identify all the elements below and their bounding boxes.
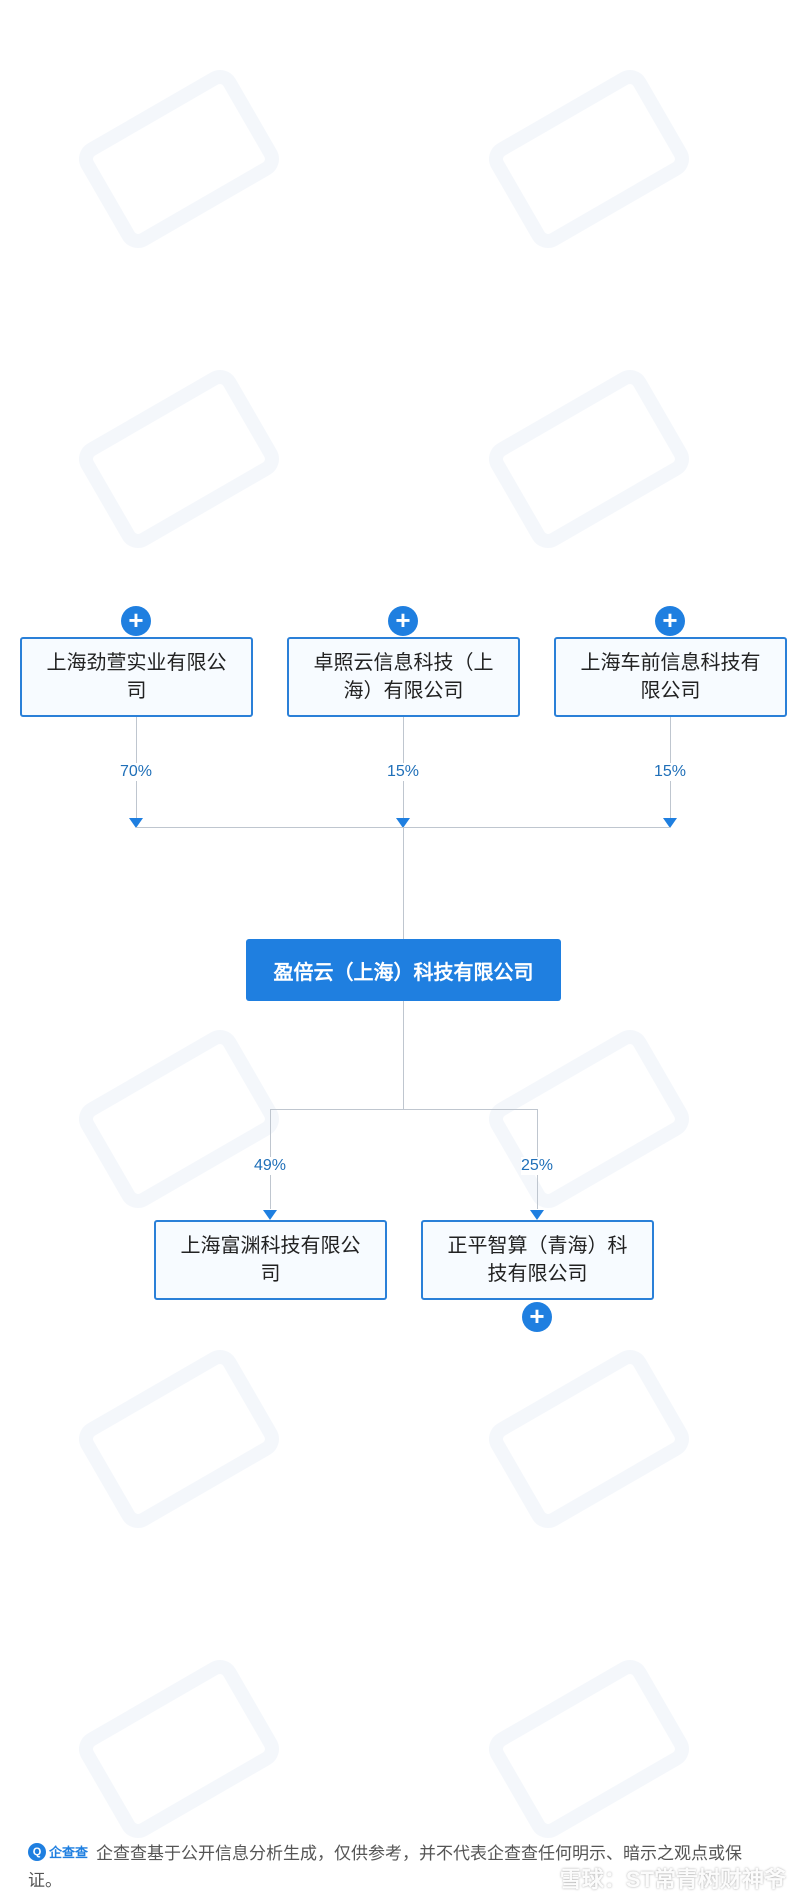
shareholder-name: 限公司 xyxy=(640,680,701,702)
expand-plus-icon[interactable]: + xyxy=(655,606,685,636)
connector-line xyxy=(403,1001,404,1109)
investment-name: 技有限公司 xyxy=(487,1263,588,1285)
expand-plus-icon[interactable]: + xyxy=(121,606,151,636)
qcc-logo-icon: Q xyxy=(28,1842,46,1861)
investment-node[interactable]: 正平智算（青海）科 技有限公司 xyxy=(421,1220,654,1300)
investment-percent: 25% xyxy=(520,1157,554,1175)
qcc-logo: Q 企查查 xyxy=(28,1842,88,1861)
watermark-shape xyxy=(482,1653,696,1845)
arrow-down-icon xyxy=(396,818,410,828)
watermark-shape xyxy=(72,63,286,255)
arrow-down-icon xyxy=(530,1210,544,1220)
arrow-down-icon xyxy=(663,818,677,828)
shareholder-name: 上海车前信息科技有 xyxy=(580,652,761,674)
disclaimer-text-end: 证。 xyxy=(28,1871,62,1890)
investment-name: 司 xyxy=(260,1263,281,1285)
arrow-down-icon xyxy=(263,1210,277,1220)
share-percent: 15% xyxy=(386,763,420,781)
watermark-shape xyxy=(482,1023,696,1215)
shareholder-name: 司 xyxy=(126,680,147,702)
investment-name: 上海富渊科技有限公 xyxy=(180,1235,361,1257)
watermark-shape xyxy=(72,1343,286,1535)
expand-plus-icon[interactable]: + xyxy=(522,1302,552,1332)
shareholder-name: 上海劲萱实业有限公 xyxy=(46,652,227,674)
watermark-shape xyxy=(482,363,696,555)
share-percent: 15% xyxy=(653,763,687,781)
footer: Q 企查查 企查查基于公开信息分析生成，仅供参考，并不代表企查查任何明示、暗示之… xyxy=(0,1838,800,1896)
share-percent: 70% xyxy=(119,763,153,781)
investment-percent: 49% xyxy=(253,1157,287,1175)
shareholder-name: 海）有限公司 xyxy=(343,680,464,702)
shareholder-node[interactable]: 上海劲萱实业有限公 司 xyxy=(20,637,253,717)
disclaimer-text: 企查查基于公开信息分析生成，仅供参考，并不代表企查查任何明示、暗示之观点或保 xyxy=(96,1844,742,1863)
arrow-down-icon xyxy=(129,818,143,828)
shareholder-name: 卓照云信息科技（上 xyxy=(313,652,494,674)
shareholder-node[interactable]: 卓照云信息科技（上 海）有限公司 xyxy=(287,637,520,717)
expand-plus-icon[interactable]: + xyxy=(388,606,418,636)
watermark-shape xyxy=(482,1343,696,1535)
logo-text: 企查查 xyxy=(49,1845,89,1860)
investment-node[interactable]: 上海富渊科技有限公 司 xyxy=(154,1220,387,1300)
watermark-shape xyxy=(482,63,696,255)
investment-name: 正平智算（青海）科 xyxy=(447,1235,628,1257)
watermark-shape xyxy=(72,363,286,555)
watermark-shape xyxy=(72,1653,286,1845)
target-company-node[interactable]: 盈倍云（上海）科技有限公司 xyxy=(246,939,561,1001)
watermark-shape xyxy=(72,1023,286,1215)
connector-line xyxy=(403,827,404,939)
xueqiu-watermark: 雪球：ST常青树财神爷 xyxy=(559,1867,786,1892)
shareholder-node[interactable]: 上海车前信息科技有 限公司 xyxy=(554,637,787,717)
connector-line xyxy=(270,1109,537,1110)
